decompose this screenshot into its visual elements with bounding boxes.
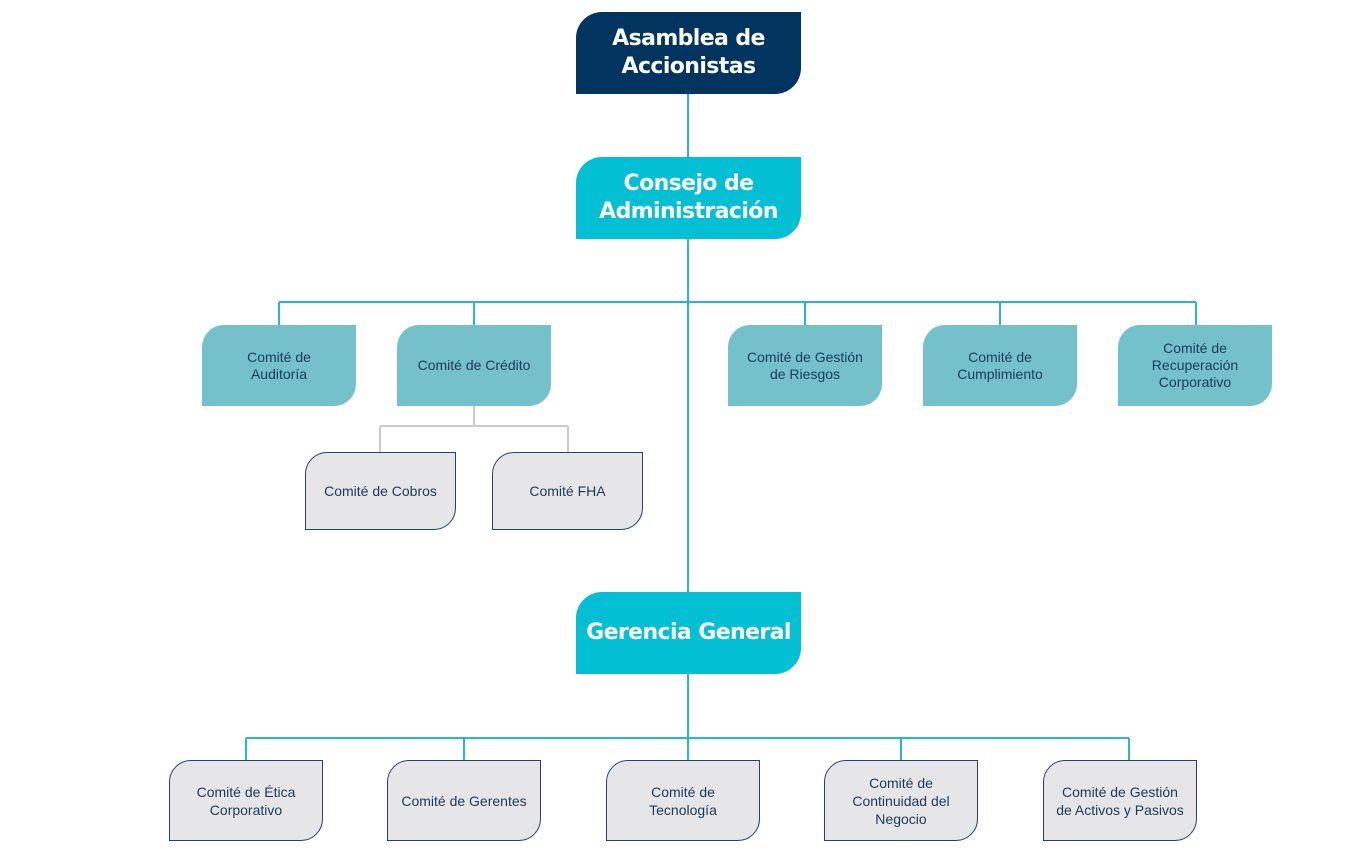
comite-credito-node: Comité de Crédito: [397, 325, 551, 406]
comite-fha-node: Comité FHA: [492, 452, 643, 530]
comite-gestion-activos-pasivos-node: Comité de Gestión de Activos y Pasivos: [1043, 760, 1197, 841]
comite-auditoria-node: Comité de Auditoría: [202, 325, 356, 406]
asamblea-de-accionistas-node: Asamblea de Accionistas: [576, 12, 801, 94]
consejo-de-administracion-node: Consejo de Administración: [576, 157, 801, 239]
comite-cumplimiento-node: Comité de Cumplimiento: [923, 325, 1077, 406]
comite-gerentes-node: Comité de Gerentes: [387, 760, 541, 841]
gerencia-general-node: Gerencia General: [576, 592, 801, 674]
comite-cobros-node: Comité de Cobros: [305, 452, 456, 530]
comite-continuidad-negocio-node: Comité de Continuidad del Negocio: [824, 760, 978, 841]
comite-etica-corporativo-node: Comité de Ética Corporativo: [169, 760, 323, 841]
comite-recuperacion-corporativo-node: Comité de Recuperación Corporativo: [1118, 325, 1272, 406]
comite-gestion-riesgos-node: Comité de Gestión de Riesgos: [728, 325, 882, 406]
comite-tecnologia-node: Comité de Tecnología: [606, 760, 760, 841]
